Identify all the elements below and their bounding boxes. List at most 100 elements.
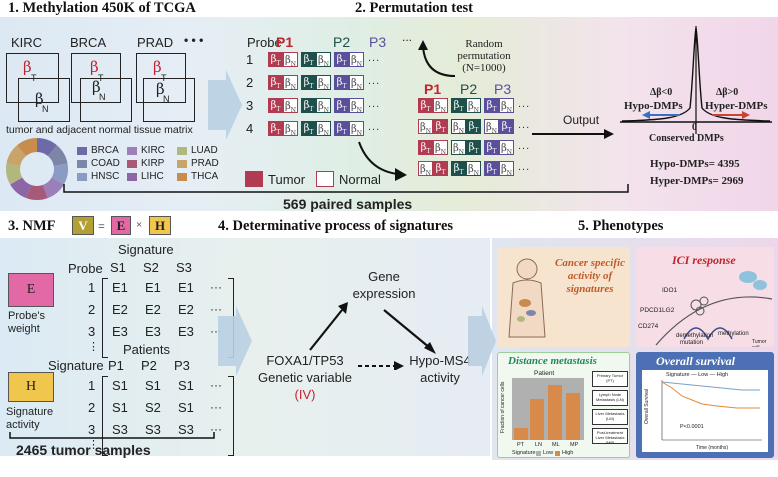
- cancer-kirc: KIRC: [11, 35, 43, 50]
- nmf-cell: 3: [88, 422, 96, 437]
- legend-swatch-kirc: [127, 147, 137, 155]
- donut-slice-prad: [6, 145, 27, 167]
- beta-glyph: β: [284, 55, 291, 66]
- os-pvalue: P<0.0001: [680, 424, 704, 430]
- beta-glyph: β: [467, 101, 474, 112]
- beta-glyph: β: [452, 122, 459, 133]
- legend-swatch-thca: [177, 173, 187, 181]
- nmf-cell: E1: [112, 280, 128, 295]
- beta-cell: βN: [484, 119, 499, 135]
- beta-subscript: N: [356, 84, 363, 91]
- beta-subscript: N: [425, 170, 432, 177]
- beta-cell: βN: [499, 98, 514, 114]
- section5-title: 5. Phenotypes: [578, 218, 664, 234]
- ici-illustration: [655, 271, 773, 346]
- beta-cell: βN: [466, 98, 481, 114]
- legend-label-brca: BRCA: [91, 145, 119, 156]
- row-ellipsis: ...: [518, 98, 531, 110]
- nmf-cell: S1: [145, 378, 161, 393]
- overall-survival-title: Overall survival: [656, 354, 735, 368]
- more-cancers-ellipsis: • • •: [184, 33, 204, 47]
- beta-subscript: T: [426, 148, 431, 155]
- beta-cell: βT: [433, 119, 448, 134]
- beta-cell: βN: [316, 75, 331, 91]
- beta-cell: βT: [418, 140, 433, 155]
- nmf-cell: S2: [145, 400, 161, 415]
- neg-delta-label: Δβ<0: [650, 87, 673, 98]
- nmf-cell: 1: [88, 378, 96, 393]
- nmf-e-box: E: [111, 216, 131, 235]
- beta-glyph: β: [317, 55, 324, 66]
- nmf-cell: E3: [145, 324, 161, 339]
- tissue-normal-brca: [80, 78, 132, 122]
- beta-cell: βN: [283, 75, 298, 91]
- dist-legend-item: Liver Metastasis (LM): [592, 409, 628, 425]
- causal-arrows: [309, 302, 436, 370]
- patient-p1: P1: [276, 34, 294, 50]
- dist-x-mp: MP: [570, 442, 579, 448]
- beta-normal-3: β: [156, 80, 165, 98]
- beta-glyph: β: [419, 164, 426, 175]
- beta-sub-t-3: T: [161, 73, 167, 83]
- nmf-cell: S1: [112, 378, 128, 393]
- matrix-right-bracket: [228, 376, 234, 456]
- beta-glyph: β: [486, 100, 493, 111]
- probe-weight-caption: Probe's weight: [8, 310, 45, 335]
- beta-glyph: β: [284, 78, 291, 89]
- beta-cell: βT: [466, 119, 481, 134]
- gene-text: Gene: [368, 269, 400, 284]
- row-ellipsis: ...: [368, 52, 381, 64]
- beta-glyph: β: [350, 124, 357, 135]
- distance-metastasis-panel: Distance metastasis Patient Fraction of …: [497, 352, 630, 458]
- nmf-v-box: V: [72, 216, 94, 235]
- iv-text: (IV): [294, 387, 316, 402]
- beta-cell: βT: [484, 140, 499, 155]
- row-ellipsis: ...: [368, 98, 381, 110]
- donut-slice-brca: [36, 138, 57, 157]
- beta-subscript: N: [458, 149, 465, 156]
- beta-glyph: β: [434, 101, 441, 112]
- row-ellipsis: ...: [368, 121, 381, 133]
- beta-cell: βT: [334, 52, 349, 67]
- beta-glyph: β: [453, 100, 460, 111]
- hyper-arrow: [712, 111, 750, 119]
- expression-text: expression: [352, 286, 416, 301]
- beta-glyph: β: [317, 124, 324, 135]
- legend-swatch-kirp: [127, 160, 137, 168]
- beta-cell: βN: [499, 140, 514, 156]
- beta-cell: βT: [433, 161, 448, 176]
- beta-cell: βN: [316, 52, 331, 68]
- nmf-cell: E1: [145, 280, 161, 295]
- legend-label-kirp: KIRP: [141, 158, 165, 169]
- beta-glyph: β: [453, 163, 460, 174]
- random-permutation-label: Random permutation(N=1000): [446, 38, 522, 74]
- dist-x-pt: PT: [517, 442, 525, 448]
- h-signature-label: Signature: [48, 358, 104, 373]
- cancer-prad: PRAD: [137, 35, 174, 50]
- beta-subscript: N: [491, 128, 498, 135]
- beta-glyph: β: [303, 123, 310, 134]
- beta-cell: βT: [301, 121, 316, 136]
- beta-subscript: T: [459, 106, 464, 113]
- dist-legend-item: Post-treatment Liver Metastasis (MP): [592, 428, 628, 444]
- row-num-3: 3: [246, 98, 254, 113]
- beta-cell: βN: [283, 52, 298, 68]
- nmf-cell: S1: [178, 378, 194, 393]
- beta-subscript: T: [492, 106, 497, 113]
- beta-glyph: β: [350, 55, 357, 66]
- beta-cell: βN: [418, 161, 433, 177]
- beta-tumor-2: β: [90, 58, 99, 76]
- nmf-col-header: S1: [110, 260, 126, 275]
- beta-cell: βN: [499, 161, 514, 177]
- nmf-row-ellipsis: ···: [210, 302, 222, 316]
- tumor-legend-swatch: [245, 171, 263, 187]
- row-num-4: 4: [246, 121, 254, 136]
- beta-glyph: β: [270, 77, 277, 88]
- paired-samples-label: 569 paired samples: [283, 196, 413, 212]
- zero-tick: 0: [692, 122, 697, 133]
- patients-header: Patients: [123, 342, 170, 357]
- distance-metastasis-title: Distance metastasis: [508, 355, 597, 367]
- beta-glyph: β: [486, 163, 493, 174]
- beta-glyph: β: [419, 122, 426, 133]
- nmf-cell: S1: [178, 400, 194, 415]
